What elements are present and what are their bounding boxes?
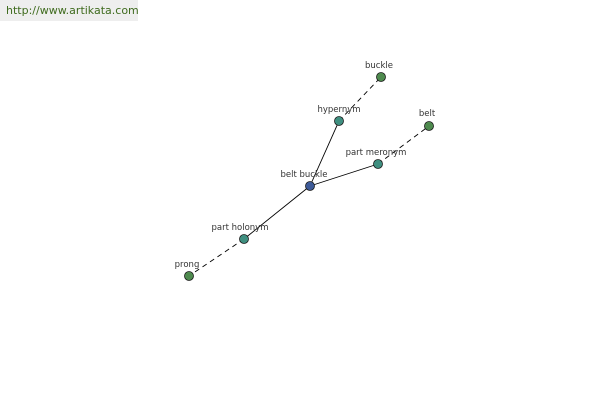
site-url-banner[interactable]: http://www.artikata.com	[0, 0, 139, 21]
node-part-meronym[interactable]: part meronym	[346, 148, 407, 169]
node-label-prong: prong	[175, 260, 200, 270]
node-circle-part-meronym[interactable]	[373, 159, 383, 169]
node-hypernym[interactable]: hypernym	[317, 105, 361, 126]
node-label-buckle: buckle	[365, 61, 393, 71]
node-label-belt-buckle: belt buckle	[281, 170, 328, 180]
node-label-part-meronym: part meronym	[346, 148, 407, 158]
graph-edges	[188, 76, 430, 277]
edge-hypernym-buckle	[338, 76, 382, 122]
edge-part-meronym-belt	[377, 125, 430, 165]
node-circle-part-holonym[interactable]	[239, 234, 249, 244]
graph-nodes: belt buckle hypernym buckle part meronym bel…	[175, 61, 436, 281]
edge-part-holonym-prong	[188, 238, 245, 277]
node-circle-belt-buckle[interactable]	[305, 181, 315, 191]
node-belt[interactable]: belt	[419, 109, 436, 131]
edge-belt-buckle-hypernym	[309, 120, 340, 187]
edge-belt-buckle-part-meronym	[309, 163, 379, 187]
node-label-part-holonym: part holonym	[212, 223, 269, 233]
edge-belt-buckle-part-holonym	[243, 185, 311, 240]
node-circle-buckle[interactable]	[376, 72, 386, 82]
node-circle-prong[interactable]	[184, 271, 194, 281]
node-label-belt: belt	[419, 109, 436, 119]
node-belt-buckle[interactable]: belt buckle	[281, 170, 328, 191]
node-circle-belt[interactable]	[424, 121, 434, 131]
node-buckle[interactable]: buckle	[365, 61, 393, 82]
node-prong[interactable]: prong	[175, 260, 200, 281]
node-part-holonym[interactable]: part holonym	[212, 223, 269, 244]
node-label-hypernym: hypernym	[317, 105, 360, 115]
node-circle-hypernym[interactable]	[334, 116, 344, 126]
